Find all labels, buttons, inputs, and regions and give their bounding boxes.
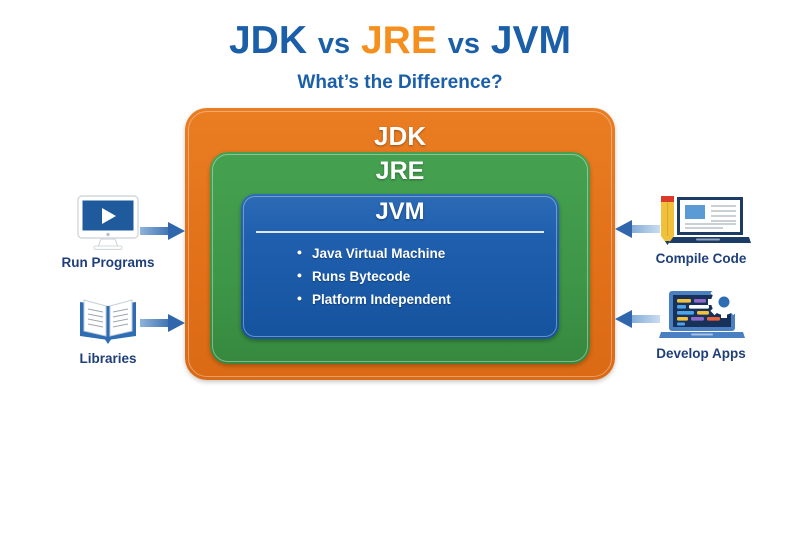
list-item: Runs Bytecode bbox=[297, 264, 559, 288]
page-subtitle: What’s the Difference? bbox=[297, 72, 503, 93]
side-item-compile-code: Compile Code bbox=[640, 190, 762, 266]
title-part-jre: JRE bbox=[360, 19, 437, 62]
title-block: JDK vs JRE vs JVM What’s the Difference? bbox=[0, 18, 800, 95]
title-separator-2: vs bbox=[447, 28, 480, 60]
jvm-box-label: JVM bbox=[375, 198, 425, 225]
arrow-run-programs bbox=[140, 220, 186, 247]
side-item-develop-apps: Develop Apps bbox=[640, 285, 762, 361]
arrow-develop-apps bbox=[614, 308, 660, 335]
arrow-compile-code bbox=[614, 218, 660, 245]
side-item-label: Compile Code bbox=[655, 251, 747, 266]
jre-container-box: JRE JVM Java Virtual Machine Runs Byteco… bbox=[210, 152, 590, 364]
jdk-container-box: JDK JRE JVM Java Virtual Machine Runs By… bbox=[185, 108, 615, 380]
jdk-box-label: JDK bbox=[373, 121, 426, 151]
page-title: JDK vs JRE vs JVM bbox=[0, 18, 800, 67]
laptop-code-gear-icon-wrap bbox=[640, 285, 762, 343]
monitor-play-icon bbox=[77, 195, 139, 250]
laptop-code-gear-icon bbox=[659, 286, 745, 338]
title-separator-1: vs bbox=[317, 28, 351, 60]
title-part-jvm: JVM bbox=[490, 19, 571, 62]
arrow-right-icon bbox=[140, 222, 185, 240]
jvm-container-box: JVM Java Virtual Machine Runs Bytecode P… bbox=[241, 194, 559, 339]
arrow-libraries bbox=[140, 312, 186, 339]
side-item-label: Develop Apps bbox=[656, 346, 746, 361]
laptop-pencil-document-icon bbox=[661, 196, 751, 245]
side-item-run-programs: Run Programs bbox=[47, 194, 169, 270]
side-item-label: Run Programs bbox=[61, 255, 155, 270]
arrow-left-icon bbox=[615, 310, 660, 328]
side-item-libraries: Libraries bbox=[47, 290, 169, 366]
open-book-icon bbox=[80, 299, 136, 344]
jvm-feature-list: Java Virtual Machine Runs Bytecode Platf… bbox=[297, 241, 559, 311]
open-book-icon-wrap bbox=[47, 290, 169, 348]
side-item-label: Libraries bbox=[79, 351, 137, 366]
laptop-pencil-document-icon-wrap bbox=[640, 190, 762, 248]
jvm-divider-line bbox=[256, 231, 544, 233]
list-item: Java Virtual Machine bbox=[297, 241, 559, 265]
arrow-left-icon bbox=[615, 220, 660, 238]
jre-box-label: JRE bbox=[375, 157, 425, 185]
list-item: Platform Independent bbox=[297, 287, 559, 311]
title-part-jdk: JDK bbox=[228, 19, 308, 62]
arrow-right-icon bbox=[140, 314, 185, 332]
monitor-play-icon-wrap bbox=[47, 194, 169, 252]
gear-icon bbox=[708, 286, 740, 318]
